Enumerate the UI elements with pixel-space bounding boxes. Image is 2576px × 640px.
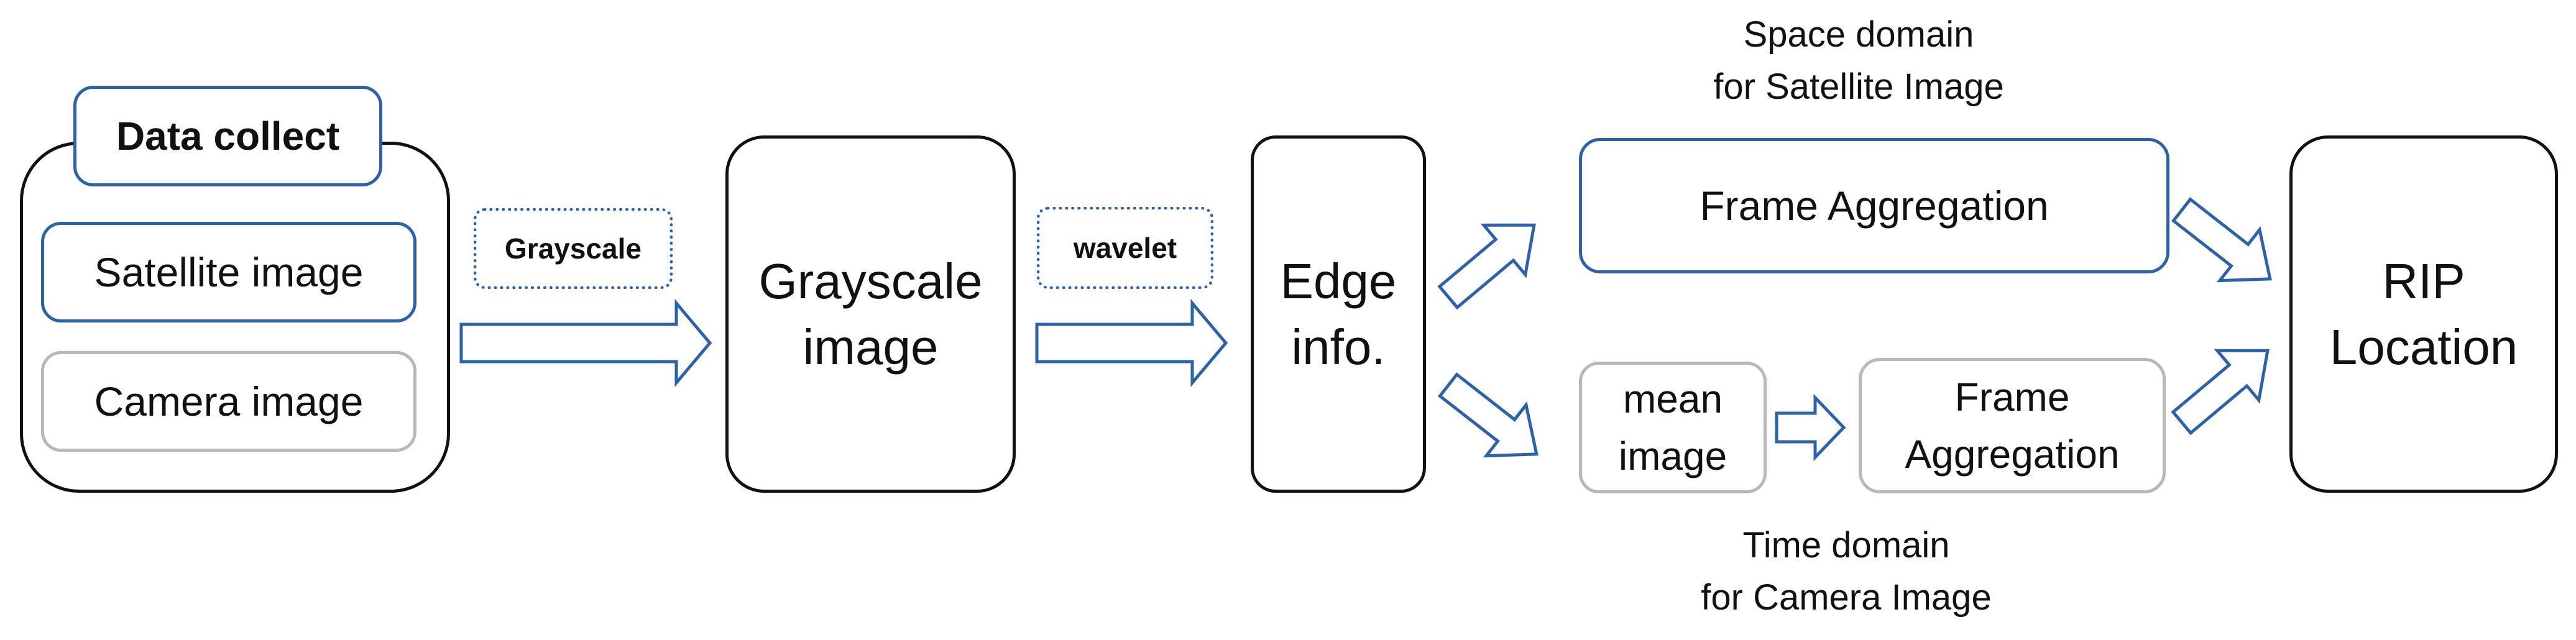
arrow-right-icon bbox=[1775, 393, 1846, 462]
grayscale-step-label: Grayscale bbox=[474, 208, 673, 289]
arrow-down-right-icon bbox=[1437, 372, 1539, 458]
data-collect-title: Data collect bbox=[73, 86, 382, 186]
rip-location-box: RIP Location bbox=[2289, 135, 2558, 493]
space-domain-caption: Space domain for Satellite Image bbox=[1713, 14, 2004, 107]
time-frame-aggregation-box: Frame Aggregation bbox=[1859, 358, 2166, 493]
arrow-right-icon bbox=[1035, 299, 1228, 387]
camera-image-box: Camera image bbox=[41, 351, 416, 452]
satellite-image-box: Satellite image bbox=[41, 222, 416, 322]
wavelet-step-label: wavelet bbox=[1037, 207, 1213, 289]
arrow-down-right-icon bbox=[2171, 197, 2272, 283]
arrow-up-right-icon bbox=[2171, 349, 2270, 436]
edge-info-box: Edge info. bbox=[1251, 135, 1426, 493]
grayscale-image-box: Grayscale image bbox=[725, 135, 1016, 493]
mean-image-box: mean image bbox=[1579, 362, 1767, 493]
arrow-up-right-icon bbox=[1437, 223, 1536, 310]
arrow-right-icon bbox=[459, 299, 712, 387]
space-frame-aggregation-box: Frame Aggregation bbox=[1579, 138, 2169, 273]
time-domain-caption: Time domain for Camera Image bbox=[1701, 525, 1992, 618]
